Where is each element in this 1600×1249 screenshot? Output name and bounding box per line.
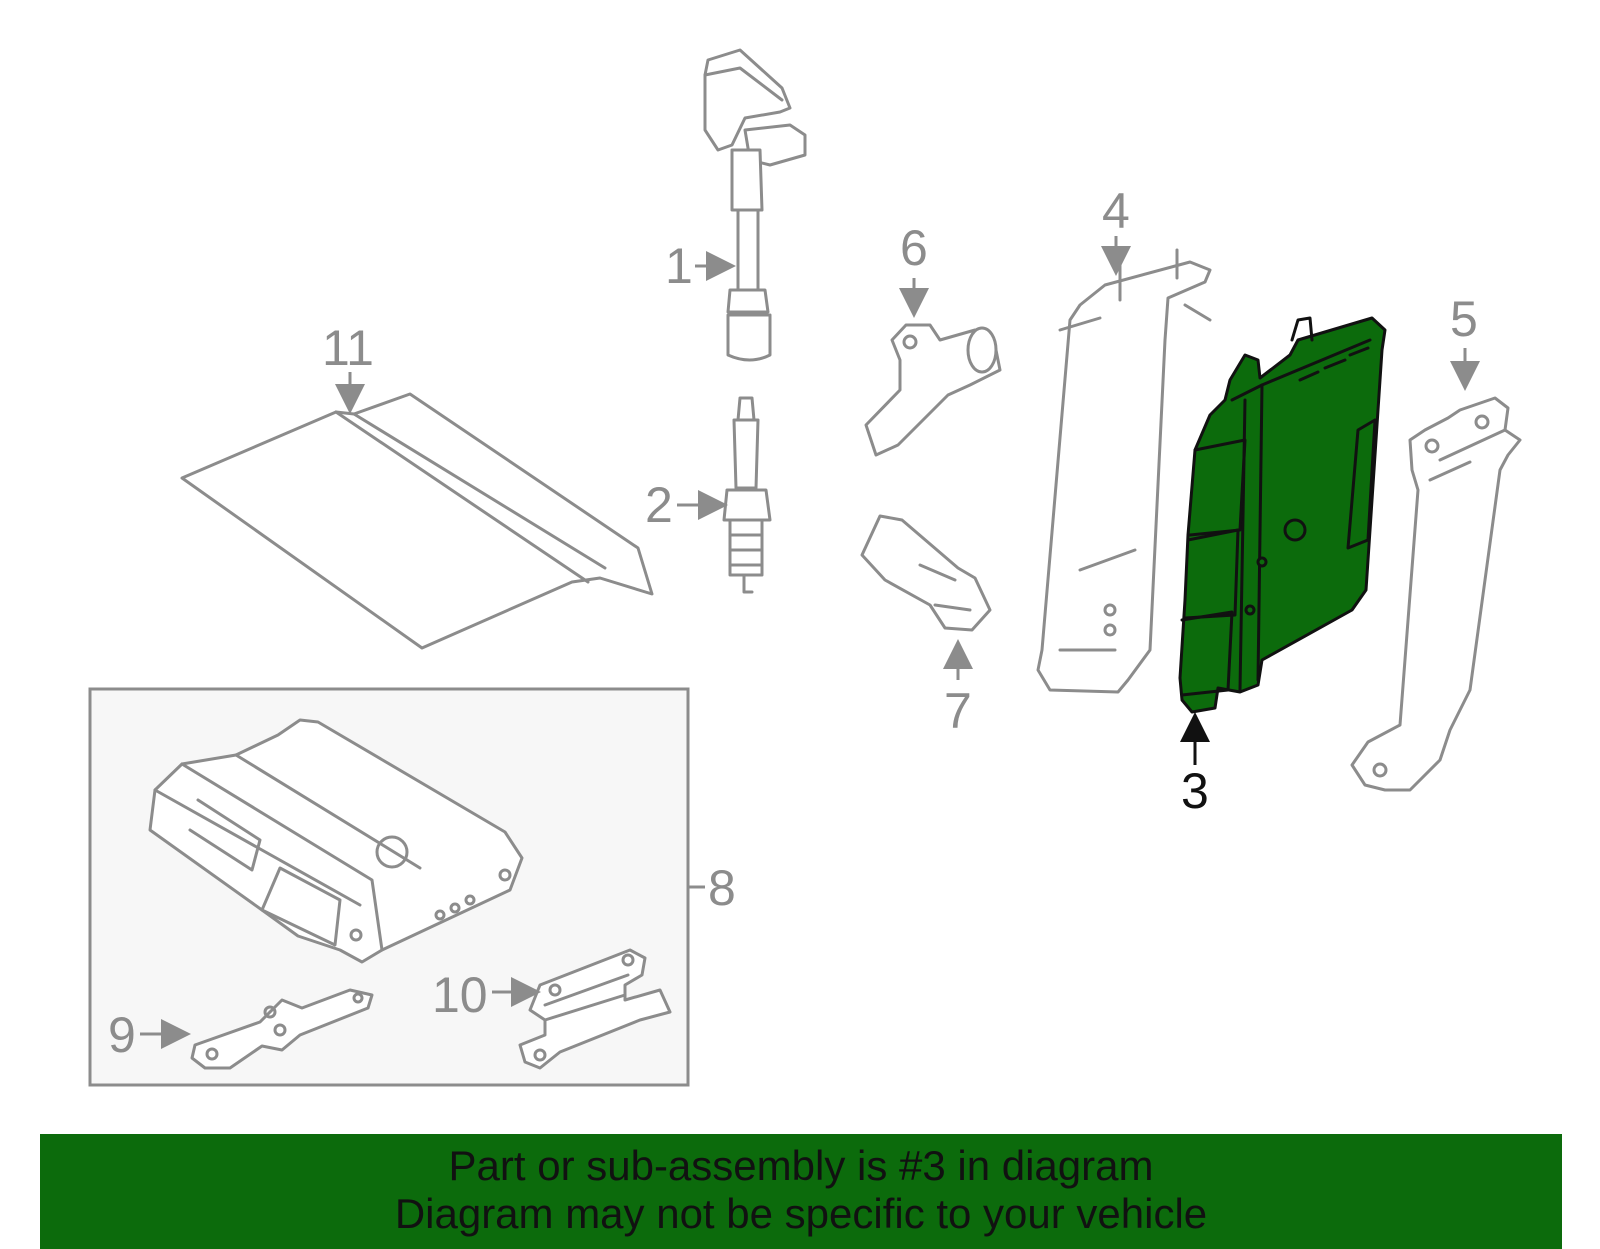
callout-8: 8 [688,860,736,916]
engine-control-module[interactable] [1178,316,1387,714]
callout-1: 1 [665,238,736,294]
callout-11: 11 [322,320,374,414]
ecm-bracket-left[interactable] [1036,248,1212,694]
ecm-kit-module[interactable] [148,718,524,964]
banner-disclaimer: Diagram may not be specific to your vehi… [394,1190,1208,1237]
callout-label-2: 2 [645,477,673,533]
callout-4: 4 [1101,183,1131,276]
banner-part-note: Part or sub-assembly is #3 in diagram [448,1142,1154,1189]
callout-10: 10 [432,967,541,1023]
callout-label-5: 5 [1450,291,1478,347]
callout-label-1: 1 [665,238,693,294]
callout-label-8: 8 [708,860,736,916]
callout-label-3: 3 [1181,763,1209,819]
callout-label-11: 11 [322,320,374,376]
callout-label-9: 9 [108,1007,136,1063]
small-bracket[interactable] [190,988,374,1070]
callout-label-6: 6 [900,220,928,276]
info-banner: Part or sub-assembly is #3 in diagram Di… [40,1134,1562,1249]
crankshaft-sensor[interactable] [860,514,992,632]
mount-bracket[interactable] [518,948,672,1070]
callout-2: 2 [645,477,728,533]
camshaft-sensor[interactable] [864,323,1002,457]
ignition-coil[interactable] [703,48,807,362]
spark-plug[interactable] [722,396,772,594]
callout-3: 3 [1180,712,1210,819]
ecm-bracket-right[interactable] [1350,396,1522,792]
callout-6: 6 [899,220,929,318]
callout-label-7: 7 [944,683,972,739]
callout-7: 7 [943,639,973,739]
callout-5: 5 [1450,291,1480,391]
callout-label-10: 10 [432,967,488,1023]
callout-label-4: 4 [1102,183,1130,239]
heat-shield-cover[interactable] [180,392,654,650]
callout-9: 9 [108,1007,191,1063]
